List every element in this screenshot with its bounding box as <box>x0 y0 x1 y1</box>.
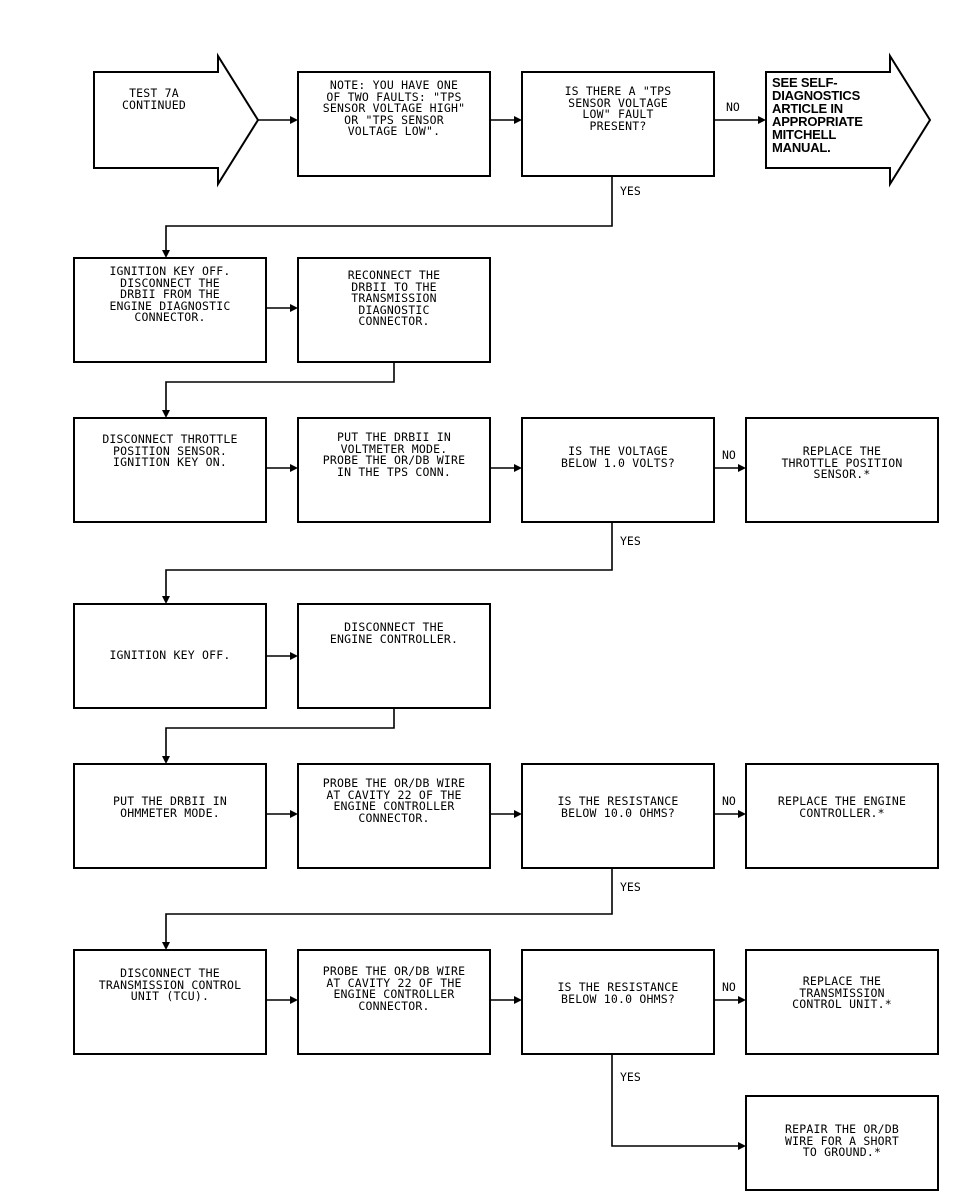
replace-tps-step: REPLACE THE THROTTLE POSITION SENSOR.* <box>781 444 903 481</box>
no-label: NO <box>722 980 736 994</box>
yes-label: YES <box>620 184 641 198</box>
ignition-off-step: IGNITION KEY OFF. <box>109 648 231 662</box>
question-voltage: IS THE VOLTAGE BELOW 1.0 VOLTS? <box>561 444 675 470</box>
see-self-diagnostics: SEE SELF- DIAGNOSTICS ARTICLE IN APPROPR… <box>772 75 863 155</box>
start-arrow-shape <box>93 52 260 188</box>
ignition-off-disconnect-step: IGNITION KEY OFF. DISCONNECT THE DRBII F… <box>109 264 231 324</box>
yes-label: YES <box>620 1070 641 1084</box>
probe-cavity-22-step: PROBE THE OR/DB WIRE AT CAVITY 22 OF THE… <box>322 776 466 825</box>
see-self-arrow-shape <box>765 52 932 188</box>
disconnect-tps-step: DISCONNECT THROTTLE POSITION SENSOR. IGN… <box>102 432 238 469</box>
note-box-shape <box>297 71 491 177</box>
replace-tcu-step: REPLACE THE TRANSMISSION CONTROL UNIT.* <box>792 974 892 1011</box>
yes-label: YES <box>620 880 641 894</box>
no-label: NO <box>722 448 736 462</box>
note-step: NOTE: YOU HAVE ONE OF TWO FAULTS: "TPS S… <box>322 78 466 138</box>
voltmeter-mode-step: PUT THE DRBII IN VOLTMETER MODE. PROBE T… <box>322 430 466 479</box>
probe-cavity-22-step-2: PROBE THE OR/DB WIRE AT CAVITY 22 OF THE… <box>322 964 466 1013</box>
disconnect-engine-controller-step: DISCONNECT THE ENGINE CONTROLLER. <box>329 620 459 646</box>
reconnect-step: RECONNECT THE DRBII TO THE TRANSMISSION … <box>347 268 441 328</box>
no-label: NO <box>722 794 736 808</box>
question-resistance-2: IS THE RESISTANCE BELOW 10.0 OHMS? <box>557 980 679 1006</box>
start-step: TEST 7A CONTINUED <box>121 86 187 112</box>
disconnect-tcu-step: DISCONNECT THE TRANSMISSION CONTROL UNIT… <box>98 966 242 1003</box>
repair-wire-step: REPAIR THE OR/DB WIRE FOR A SHORT TO GRO… <box>785 1122 899 1159</box>
question-resistance-1: IS THE RESISTANCE BELOW 10.0 OHMS? <box>557 794 679 820</box>
q-tps-low-box-shape <box>521 71 715 177</box>
replace-engine-controller-step: REPLACE THE ENGINE CONTROLLER.* <box>777 794 907 820</box>
yes-label: YES <box>620 534 641 548</box>
no-label: NO <box>726 100 740 114</box>
question-tps-low: IS THERE A "TPS SENSOR VOLTAGE LOW" FAUL… <box>564 84 672 133</box>
connectors <box>162 116 766 1150</box>
ohmmeter-mode-step: PUT THE DRBII IN OHMMETER MODE. <box>113 794 227 820</box>
